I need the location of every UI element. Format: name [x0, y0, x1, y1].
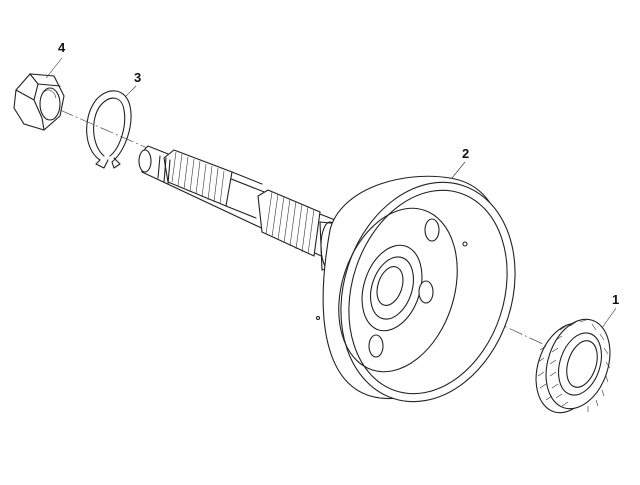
- clutch-drum: [315, 175, 516, 403]
- leader-line-3: [125, 85, 137, 97]
- sprag-clutch: [535, 318, 611, 414]
- center-axis-line: [59, 109, 561, 353]
- callout-1: 1: [612, 292, 619, 307]
- leader-line-1: [601, 307, 617, 329]
- callout-2: 2: [462, 146, 469, 161]
- leader-line-2: [451, 161, 466, 179]
- leader-line-4: [45, 57, 63, 79]
- hex-nut: [13, 73, 65, 131]
- callout-3: 3: [134, 70, 141, 85]
- callout-4: 4: [58, 40, 66, 55]
- snap-ring: [86, 90, 132, 169]
- output-shaft: [138, 145, 347, 271]
